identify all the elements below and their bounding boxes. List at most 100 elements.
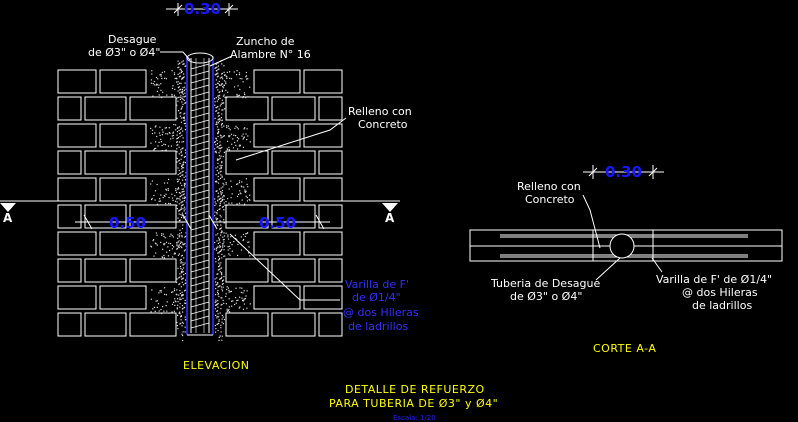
concrete-dot [182,87,184,89]
concrete-dot [173,310,175,312]
concrete-dot [181,291,183,293]
concrete-dot [241,297,243,299]
concrete-dot [222,86,224,88]
concrete-dot [214,67,216,69]
concrete-dot [215,288,217,290]
concrete-dot [226,204,228,207]
concrete-dot [236,127,238,129]
concrete-dot [171,244,173,247]
concrete-dot [182,167,185,169]
concrete-dot [172,199,174,201]
concrete-dot [160,89,162,91]
concrete-dot [219,214,221,216]
concrete-dot [227,140,229,142]
concrete-dot [180,149,182,151]
concrete-dot [176,148,178,150]
concrete-dot [158,141,160,143]
concrete-dot [223,84,225,87]
concrete-dot [179,75,181,77]
concrete-dot [181,117,183,119]
concrete-dot [244,298,247,300]
concrete-dot [181,305,183,307]
concrete-dot [180,95,182,97]
concrete-dot [181,191,183,193]
spiral-turn [190,224,210,231]
concrete-dot [219,97,221,99]
concrete-dot [155,243,157,245]
concrete-dot [216,76,218,78]
concrete-dot [215,138,218,140]
concrete-dot [180,155,183,157]
brick [57,312,82,337]
concrete-dot [184,82,186,84]
concrete-dot [220,167,223,169]
concrete-dot [223,222,225,224]
spiral-turn [190,91,210,98]
concrete-dot [175,124,177,126]
concrete-dot [154,242,157,244]
concrete-dot [176,325,178,327]
concrete-dot [153,149,155,151]
concrete-dot [183,250,185,252]
concrete-dot [249,199,251,201]
concrete-dot [219,168,221,170]
concrete-dot [178,203,180,205]
concrete-dot [228,149,231,151]
concrete-dot [223,238,225,241]
concrete-dot [220,135,222,137]
concrete-dot [169,235,171,237]
concrete-dot [221,290,224,292]
concrete-dot [177,241,179,243]
concrete-dot [182,335,184,337]
concrete-dot [182,311,184,313]
concrete-dot [177,90,179,92]
concrete-dot [150,142,152,144]
concrete-dot [244,203,246,205]
concrete-dot [220,192,222,194]
concrete-dot [247,232,249,234]
concrete-dot [155,125,157,127]
brick [225,150,269,175]
spiral-turn [190,252,210,259]
leader-section-relleno [582,194,601,249]
concrete-dot [167,188,169,190]
concrete-dot [217,146,219,148]
concrete-dot [241,181,243,183]
concrete-dot [182,243,184,245]
concrete-dot [230,133,233,135]
concrete-dot [165,294,168,296]
brick [99,177,147,202]
concrete-dot [223,198,225,201]
concrete-dot [221,314,223,316]
concrete-dot [216,240,218,242]
concrete-dot [215,219,217,221]
spiral-turn [190,322,210,329]
concrete-dot [182,188,184,190]
concrete-dot [178,160,180,162]
concrete-dot [223,151,225,153]
concrete-dot [221,272,223,274]
concrete-dot [181,294,184,296]
concrete-dot [178,210,180,212]
concrete-dot [220,187,222,189]
concrete-dot [235,144,237,146]
concrete-dot [177,137,180,139]
concrete-dot [167,145,170,147]
concrete-dot [240,236,242,238]
concrete-dot [176,204,178,207]
brick [99,69,147,94]
concrete-dot [221,99,223,101]
concrete-dot [214,241,216,244]
concrete-dot [182,147,184,149]
concrete-dot [177,254,179,256]
concrete-dot [236,70,238,72]
concrete-dot [167,133,169,135]
concrete-dot [232,300,234,302]
concrete-dot [173,72,176,74]
concrete-dot [220,170,222,172]
brick [57,204,82,229]
concrete-dot [178,66,180,68]
concrete-dot [177,314,179,316]
pipe-circle [609,233,635,259]
concrete-dot [176,131,179,133]
